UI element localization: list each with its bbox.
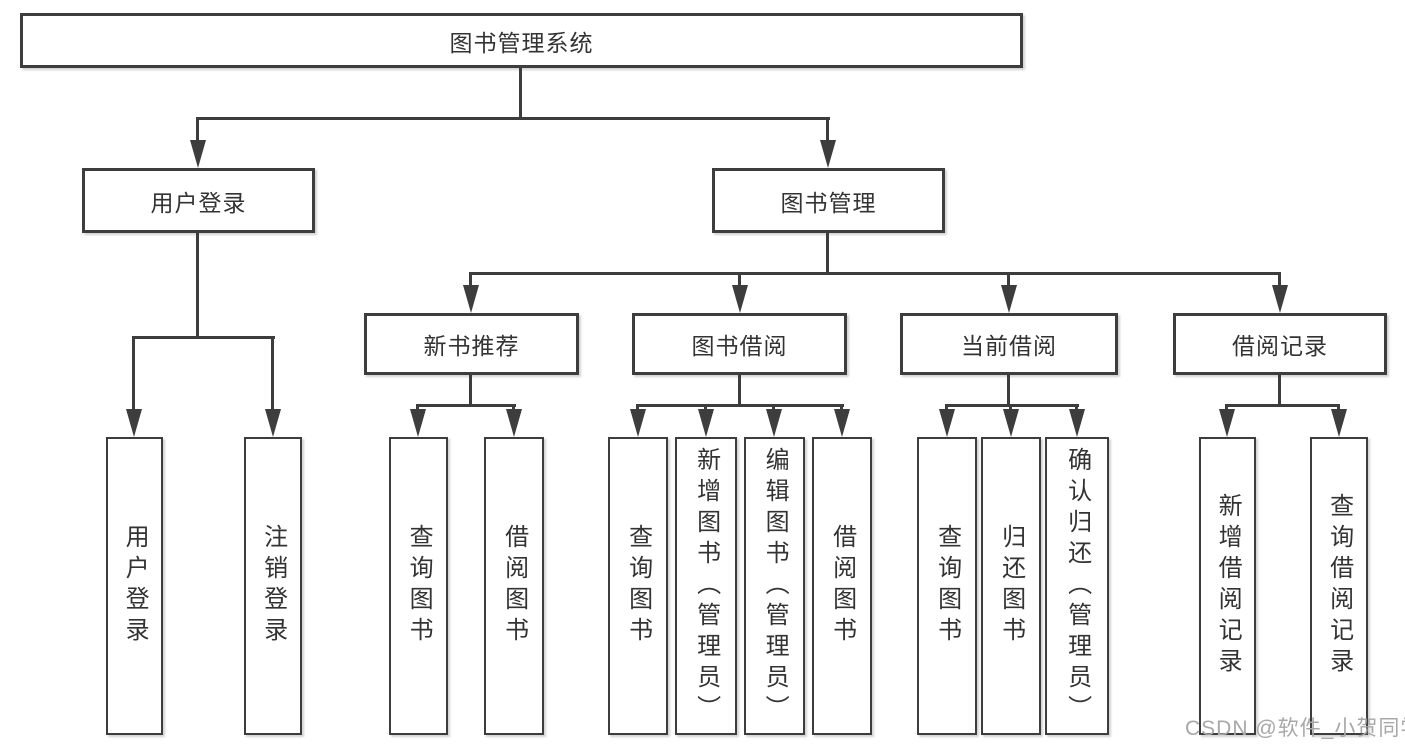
connector-line [271,336,274,411]
connector-line [416,404,419,412]
connector-line [1337,404,1340,412]
connector-line [1009,404,1012,412]
node-leaf-return-books: 归还图书 [981,437,1041,735]
connector-line [132,336,135,411]
node-leaf-edit-books-admin: 编辑图书（管理员） [744,437,805,735]
connector-line [636,404,844,407]
connector-line [738,272,741,287]
node-leaf-logout: 注销登录 [244,437,302,735]
node-book-borrowing: 图书借阅 [632,313,847,375]
connector-line [826,231,829,274]
arrow-down-icon [410,409,426,437]
connector-line [704,404,707,412]
node-leaf-query-books-1: 查询图书 [389,437,448,735]
connector-line [196,117,199,142]
connector-line [132,336,275,339]
connector-line [1007,272,1010,287]
arrow-down-icon [1003,409,1019,437]
node-user-login: 用户登录 [82,168,315,233]
connector-line [1007,373,1010,406]
arrow-down-icon [506,409,522,437]
arrow-down-icon [1069,409,1085,437]
connector-line [1225,404,1228,412]
connector-line [512,404,515,412]
arrow-down-icon [1001,285,1017,313]
connector-line [1278,272,1281,287]
arrow-down-icon [820,140,836,168]
connector-line [196,117,830,120]
connector-line [416,404,516,407]
arrow-down-icon [1272,285,1288,313]
connector-line [519,66,522,119]
connector-line [945,404,1079,407]
arrow-down-icon [463,285,479,313]
connector-line [1278,373,1281,406]
connector-line [196,231,199,338]
node-leaf-add-borrow-record: 新增借阅记录 [1199,437,1256,735]
node-leaf-user-login: 用户登录 [106,437,163,735]
arrow-down-icon [190,140,206,168]
arrow-down-icon [1331,409,1347,437]
connector-line [636,404,639,412]
arrow-down-icon [766,409,782,437]
connector-line [772,404,775,412]
node-new-book-recommendation: 新书推荐 [364,313,579,375]
connector-line [469,272,1281,275]
node-book-management: 图书管理 [712,168,945,233]
connector-line [469,272,472,287]
arrow-down-icon [265,409,281,437]
node-leaf-confirm-return-admin: 确认归还（管理员） [1045,437,1109,735]
connector-line [469,373,472,406]
arrow-down-icon [1219,409,1235,437]
node-leaf-query-books-3: 查询图书 [917,437,977,735]
csdn-watermark: CSDN @软件_小贺同学 [1185,717,1405,740]
connector-line [826,117,829,142]
node-leaf-borrow-books-2: 借阅图书 [812,437,872,735]
connector-line [1075,404,1078,412]
arrow-down-icon [126,409,142,437]
arrow-down-icon [939,409,955,437]
connector-line [945,404,948,412]
arrow-down-icon [834,409,850,437]
node-current-borrowing: 当前借阅 [900,313,1118,375]
arrow-down-icon [732,285,748,313]
node-library-management-system: 图书管理系统 [20,13,1023,68]
node-leaf-add-books-admin: 新增图书（管理员） [675,437,737,735]
connector-line [840,404,843,412]
arrow-down-icon [698,409,714,437]
node-leaf-borrow-books-1: 借阅图书 [484,437,544,735]
arrow-down-icon [630,409,646,437]
connector-line [738,373,741,406]
connector-line [1225,404,1340,407]
node-leaf-query-books-2: 查询图书 [608,437,668,735]
node-leaf-query-borrow-record: 查询借阅记录 [1310,437,1368,735]
node-borrowing-records: 借阅记录 [1173,313,1387,375]
